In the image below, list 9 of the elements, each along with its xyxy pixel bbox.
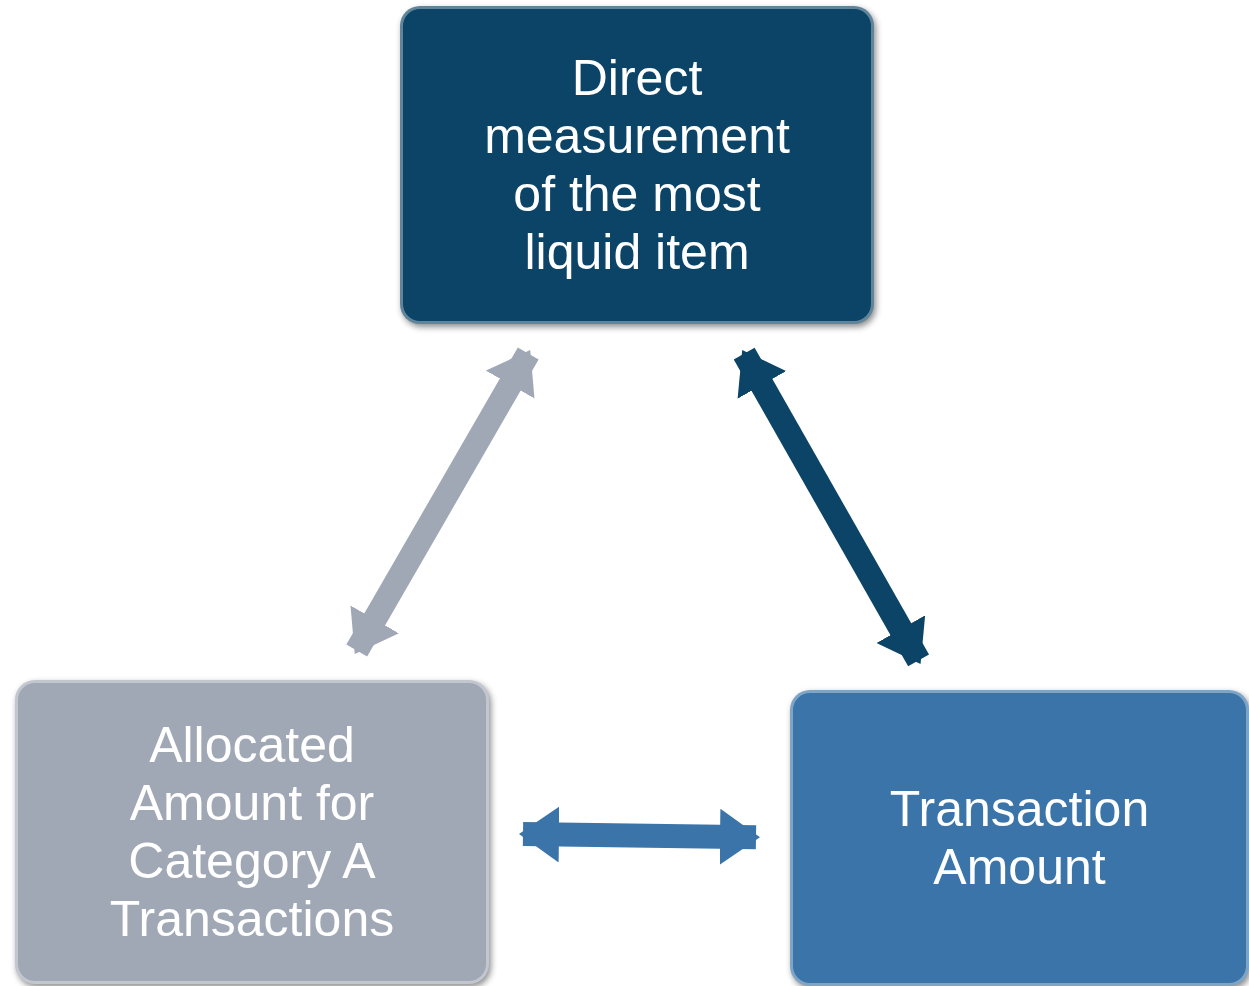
- double-arrow: [519, 806, 760, 865]
- double-arrow: [733, 347, 930, 667]
- rounded-box: [790, 690, 1249, 986]
- box-label: Direct measurement of the most liquid item: [483, 49, 791, 281]
- rounded-box: [15, 680, 489, 984]
- box-label: Allocated Amount for Category A Transactions: [108, 716, 396, 948]
- rounded-box: [400, 6, 874, 324]
- box-label: Transaction Amount: [888, 780, 1151, 896]
- double-arrow: [346, 347, 539, 657]
